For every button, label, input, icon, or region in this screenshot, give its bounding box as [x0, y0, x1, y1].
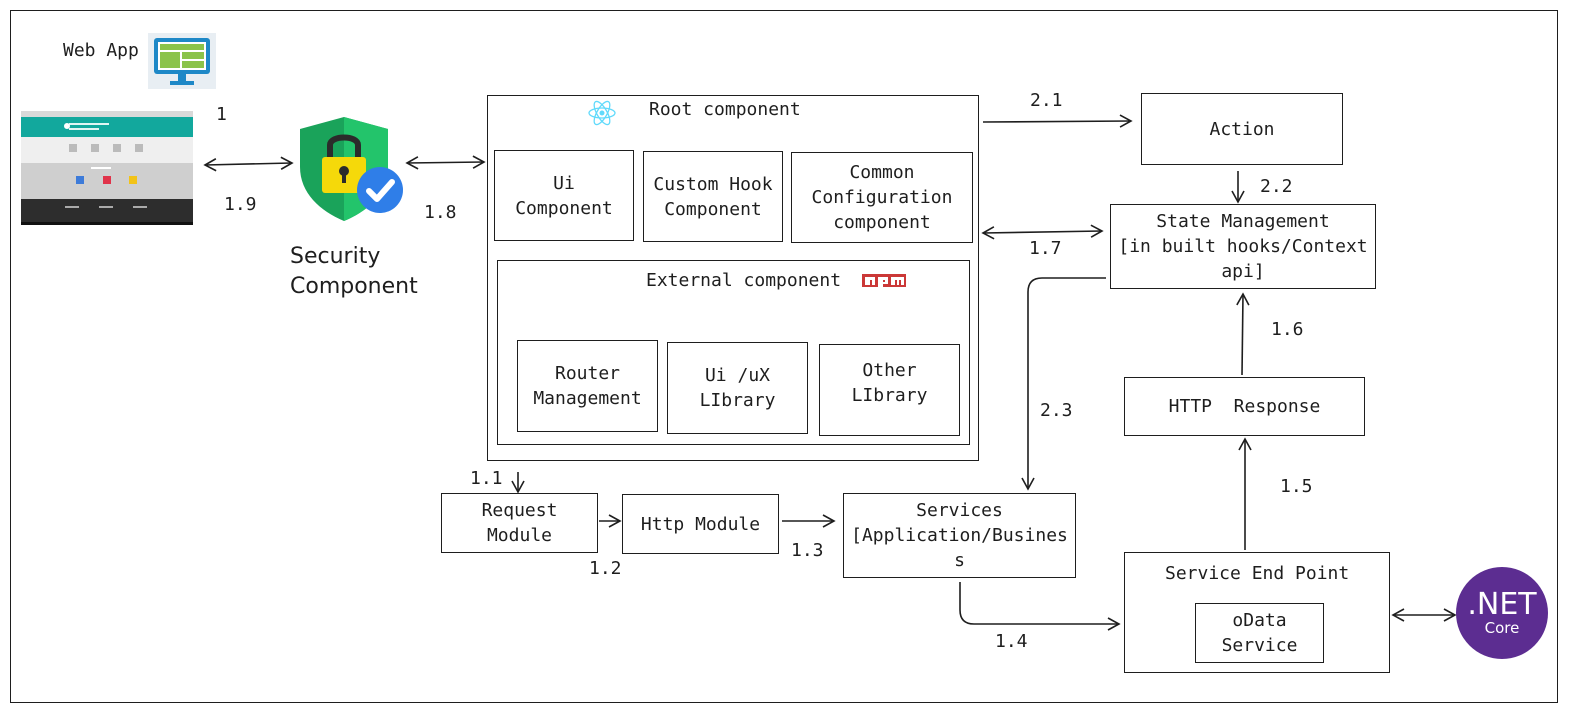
diagram-frame [10, 10, 1558, 703]
services-box [843, 493, 1076, 578]
label-1-4: 1.4 [995, 631, 1028, 652]
label-1-2: 1.2 [589, 558, 622, 579]
common-config-label: Common Configuration component [811, 162, 953, 233]
http-response-box [1124, 377, 1365, 436]
dotnet-sub-text: Core [1484, 619, 1520, 637]
arrow-2-1 [982, 114, 1133, 128]
ui-component-box [494, 150, 634, 241]
request-module-label: Request Module [481, 500, 558, 546]
request-module-box [441, 493, 598, 553]
label-1-7: 1.7 [1029, 238, 1062, 259]
label-1-3: 1.3 [791, 540, 824, 561]
monitor-icon [148, 33, 216, 89]
action-box [1141, 93, 1343, 165]
state-management-label: State Management [in built hooks/Context… [1118, 211, 1368, 282]
custom-hook-box [643, 151, 783, 242]
arrow-1-7 [981, 224, 1104, 240]
arrow-2-3 [1021, 277, 1106, 491]
other-library-box [819, 344, 960, 436]
dotnet-core-logo: .NET Core [1456, 567, 1548, 659]
router-box [517, 340, 658, 432]
react-icon [587, 99, 617, 127]
common-config-box [791, 152, 973, 243]
label-1-8: 1.8 [424, 202, 457, 223]
label-1-1: 1.1 [470, 468, 503, 489]
dotnet-main-text: .NET [1467, 587, 1537, 622]
uix-library-box [667, 342, 808, 434]
label-1-9: 1.9 [224, 194, 257, 215]
uix-library-label: Ui /uX LIbrary [699, 365, 776, 411]
web-app-screenshot [21, 111, 193, 225]
arrow-1-4 [959, 582, 1121, 631]
services-label: Services [Application/Busines s [851, 500, 1068, 571]
label-2-2: 2.2 [1260, 176, 1293, 197]
security-component-label: Security Component [290, 244, 418, 299]
odata-service-label: oData Service [1221, 610, 1298, 656]
external-component-title: External component [646, 270, 842, 291]
http-module-box [622, 494, 779, 554]
router-label: Router Management [533, 363, 642, 409]
arrow-1-6 [1236, 292, 1250, 376]
web-app-label: Web App [63, 40, 139, 61]
arrow-1-9 [203, 156, 294, 172]
custom-hook-label: Custom Hook Component [653, 173, 773, 220]
ui-component-label: Ui Component [515, 172, 613, 219]
label-1: 1 [216, 104, 227, 125]
security-shield-icon [298, 115, 406, 223]
label-2-1: 2.1 [1030, 90, 1063, 111]
state-management-box [1110, 204, 1376, 289]
root-component-title: Root component [649, 99, 801, 120]
http-response-label: HTTP Response [1168, 396, 1321, 417]
label-2-3: 2.3 [1040, 400, 1073, 421]
odata-service-box [1195, 603, 1324, 663]
http-module-label: Http Module [640, 513, 761, 535]
service-endpoint-label: Service End Point [1165, 563, 1350, 584]
label-1-6: 1.6 [1271, 319, 1304, 340]
action-label: Action [1209, 118, 1275, 140]
label-1-5: 1.5 [1280, 476, 1313, 497]
npm-icon [862, 274, 906, 289]
arrow-1-8 [405, 155, 486, 170]
other-library-label: Other LIbrary [851, 360, 928, 406]
